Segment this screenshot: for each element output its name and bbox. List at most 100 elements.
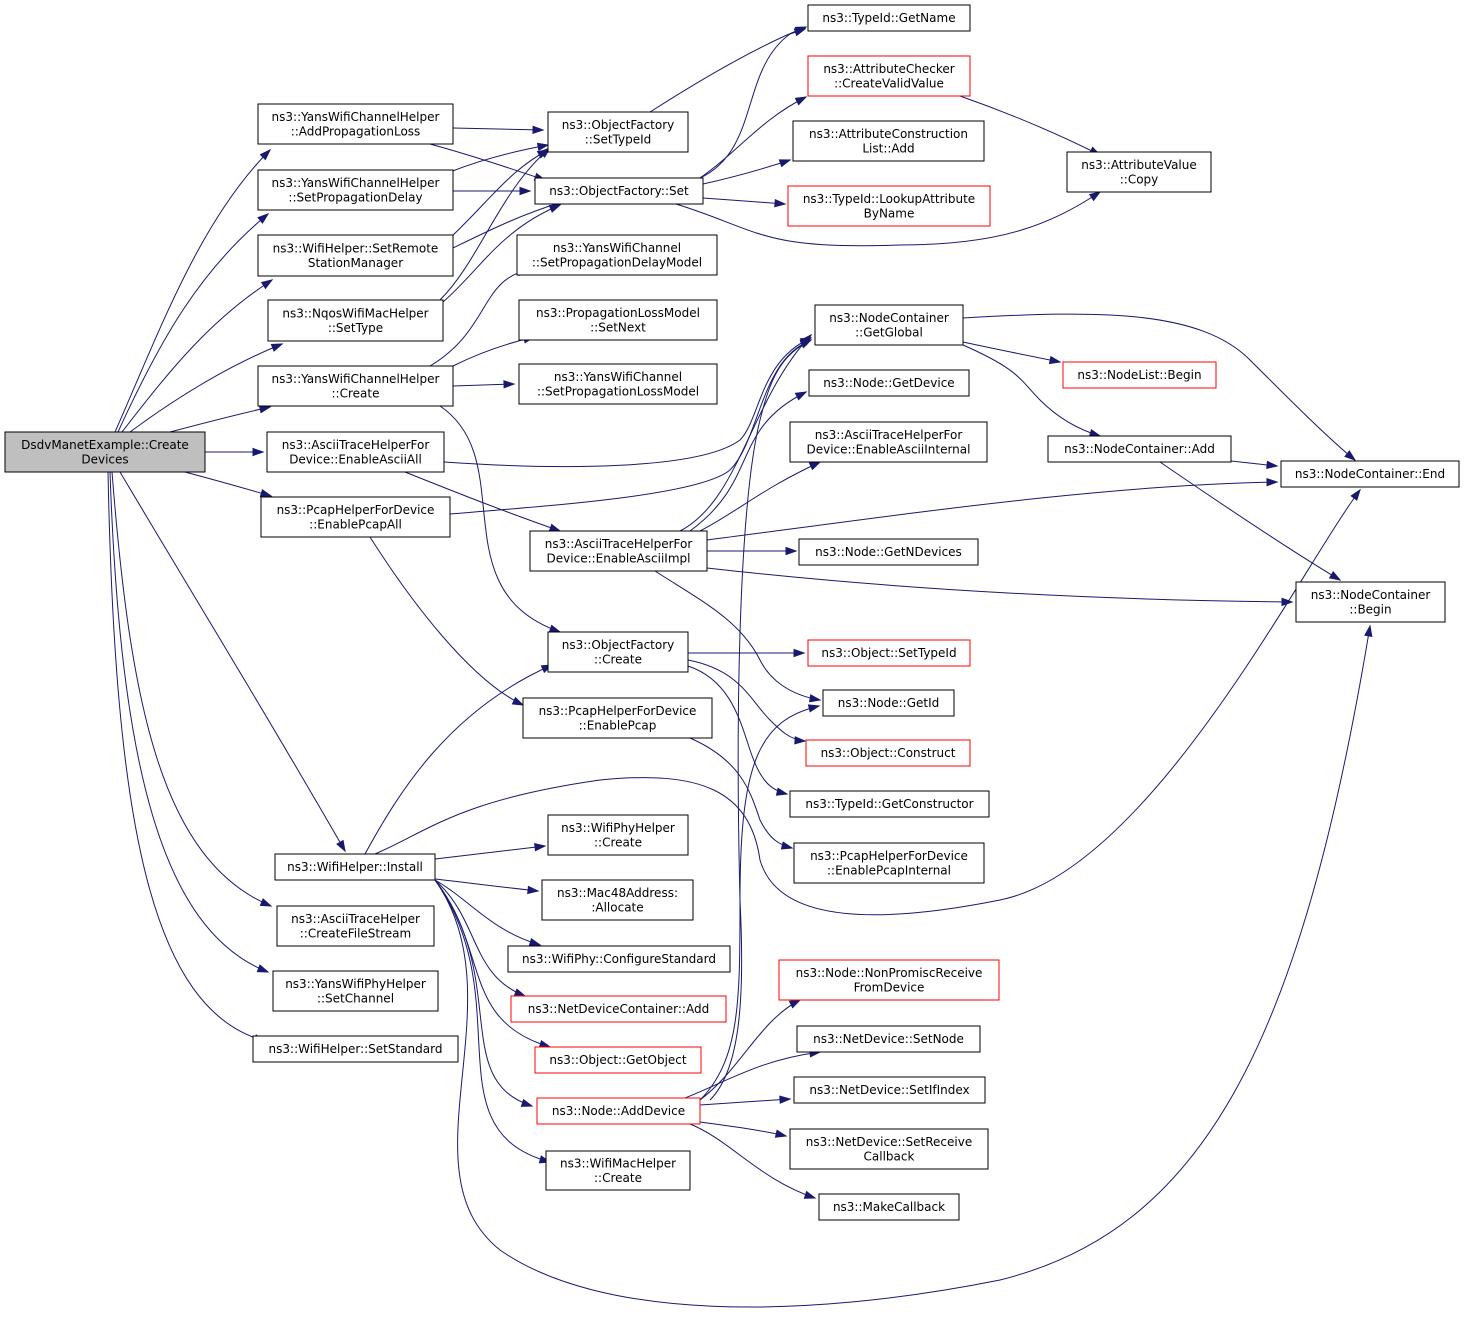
node-label: ::SetType (328, 321, 383, 335)
node-ncBegin[interactable]: ns3::NodeContainer::Begin (1295, 581, 1446, 623)
edge-enablePcapAll-to-enablePcap (369, 536, 525, 706)
node-plmSetNext[interactable]: ns3::PropagationLossModel::SetNext (518, 299, 718, 341)
node-acCreateValid[interactable]: ns3::AttributeChecker::CreateValidValue (807, 55, 971, 97)
node-setChannel[interactable]: ns3::YansWifiPhyHelper::SetChannel (272, 970, 439, 1012)
edge-line (699, 1121, 787, 1137)
edge-nodeAddDevice-to-ndSetRecvCb (699, 1121, 788, 1138)
edge-line (404, 471, 561, 532)
node-wmhCreate[interactable]: ns3::WifiMacHelper::Create (545, 1150, 691, 1191)
node-ndSetIfIndex[interactable]: ns3::NetDevice::SetIfIndex (793, 1076, 986, 1104)
node-ncEnd[interactable]: ns3::NodeContainer::End (1280, 460, 1460, 488)
node-setPropDelay[interactable]: ns3::YansWifiChannelHelper::SetPropagati… (257, 169, 454, 211)
node-enablePcap[interactable]: ns3::PcapHelperForDevice::EnablePcap (522, 697, 713, 739)
edge-line (374, 489, 1361, 916)
node-box (545, 1150, 691, 1191)
node-ofSet[interactable]: ns3::ObjectFactory::Set (534, 177, 704, 205)
edge-arrowhead (803, 1190, 817, 1199)
edge-arrowhead (793, 28, 807, 37)
node-box (796, 1025, 981, 1053)
edge-line (434, 879, 526, 997)
node-ywchCreate[interactable]: ns3::YansWifiChannelHelper::Create (257, 365, 454, 407)
edge-enableAsciiImpl-to-nodeGetDevice (689, 391, 808, 532)
node-tidGetName[interactable]: ns3::TypeId::GetName (807, 4, 971, 32)
node-ndSetNode[interactable]: ns3::NetDevice::SetNode (796, 1025, 981, 1053)
edge-arrowhead (259, 898, 273, 907)
node-ofCreate[interactable]: ns3::ObjectFactory::Create (547, 631, 689, 673)
edge-line (429, 143, 546, 181)
node-addProp[interactable]: ns3::YansWifiChannelHelper::AddPropagati… (257, 103, 454, 145)
node-ndcAdd[interactable]: ns3::NetDeviceContainer::Add (510, 995, 727, 1023)
edge-line (434, 879, 533, 1107)
edge-ncGetGlobal-to-ncEnd (962, 313, 1357, 461)
node-box (1280, 460, 1460, 488)
node-getObject[interactable]: ns3::Object::GetObject (534, 1046, 702, 1074)
node-nqosSetType[interactable]: ns3::NqosWifiMacHelper::SetType (267, 299, 444, 342)
node-box (272, 970, 439, 1012)
node-box (518, 363, 718, 405)
node-label: ::EnablePcapInternal (827, 863, 951, 877)
node-ywcSetPropLoss[interactable]: ns3::YansWifiChannel::SetPropagationLoss… (518, 363, 718, 405)
edge-arrowhead (538, 1039, 552, 1049)
node-wphCreate[interactable]: ns3::WifiPhyHelper::Create (547, 814, 689, 856)
node-nodeAddDevice[interactable]: ns3::Node::AddDevice (536, 1097, 701, 1125)
node-label: ns3::PropagationLossModel (536, 306, 700, 320)
node-enableAsciiImpl[interactable]: ns3::AsciiTraceHelperForDevice::EnableAs… (529, 530, 708, 572)
node-setStandard[interactable]: ns3::WifiHelper::SetStandard (252, 1035, 459, 1063)
node-ncAdd[interactable]: ns3::NodeContainer::Add (1047, 435, 1232, 463)
edge-line (434, 845, 546, 860)
edge-line (689, 391, 807, 532)
node-enableAsciiInternal[interactable]: ns3::AsciiTraceHelperForDevice::EnableAs… (789, 421, 988, 463)
node-objSetTypeId[interactable]: ns3::Object::SetTypeId (807, 639, 971, 667)
node-confStd[interactable]: ns3::WifiPhy::ConfigureStandard (507, 945, 731, 973)
node-macAllocate[interactable]: ns3::Mac48Address::Allocate (541, 879, 694, 921)
node-createFileStream[interactable]: ns3::AsciiTraceHelper::CreateFileStream (276, 905, 435, 947)
node-label: ns3::AsciiTraceHelper (291, 912, 420, 926)
node-box (1066, 151, 1212, 193)
node-box (518, 299, 718, 341)
node-makeCallback[interactable]: ns3::MakeCallback (818, 1193, 960, 1221)
node-box (822, 689, 955, 717)
edge-arrowhead (513, 988, 527, 997)
edge-arrowhead (1088, 191, 1102, 202)
edge-arrowhead (548, 624, 562, 633)
node-label: ::CreateFileStream (300, 926, 411, 940)
node-nodeGetNDevices[interactable]: ns3::Node::GetNDevices (798, 538, 979, 566)
node-enableAsciiAll[interactable]: ns3::AsciiTraceHelperForDevice::EnableAs… (266, 431, 445, 473)
edge-line (687, 665, 788, 795)
edge-enableAsciiImpl-to-ncEnd (706, 477, 1279, 541)
node-wifiInstall[interactable]: ns3::WifiHelper::Install (274, 853, 436, 881)
edge-enableAsciiImpl-to-nodeGetId (654, 570, 822, 703)
node-nodeGetDevice[interactable]: ns3::Node::GetDevice (808, 369, 970, 397)
node-enablePcapAll[interactable]: ns3::PcapHelperForDevice::EnablePcapAll (260, 496, 451, 538)
node-box (808, 369, 970, 397)
node-nodeListBegin[interactable]: ns3::NodeList::Begin (1062, 361, 1217, 389)
node-nodeGetId[interactable]: ns3::Node::GetId (822, 689, 955, 717)
node-avCopy[interactable]: ns3::AttributeValue::Copy (1066, 151, 1212, 193)
node-ywcSetPropDelay[interactable]: ns3::YansWifiChannel::SetPropagationDela… (516, 234, 718, 276)
edge-arrowhead (520, 1098, 534, 1107)
edge-line (687, 659, 806, 742)
node-label: ns3::NetDevice::SetIfIndex (809, 1083, 969, 1097)
node-ofSetTypeId[interactable]: ns3::ObjectFactory::SetTypeId (547, 111, 689, 153)
node-tidGetConstructor[interactable]: ns3::TypeId::GetConstructor (789, 790, 990, 818)
node-label: ns3::Node::GetDevice (823, 376, 954, 390)
edge-root-to-addProp (114, 148, 272, 433)
edge-wifiInstall-to-wphCreate (434, 843, 547, 860)
node-enablePcapInternal[interactable]: ns3::PcapHelperForDevice::EnablePcapInte… (793, 842, 985, 884)
node-label: DsdvManetExample::Create (21, 438, 189, 452)
edge-line (114, 149, 271, 433)
node-label: ns3::NodeContainer::Add (1064, 442, 1215, 456)
edge-line (699, 999, 801, 1101)
node-ncGetGlobal[interactable]: ns3::NodeContainer::GetGlobal (814, 304, 964, 346)
node-label: ::SetPropagationDelayModel (532, 255, 702, 269)
node-objConstruct[interactable]: ns3::Object::Construct (805, 739, 971, 767)
node-label: :Allocate (591, 900, 643, 914)
node-box (252, 1035, 459, 1063)
node-label: ns3::WifiHelper::SetStandard (269, 1042, 443, 1056)
